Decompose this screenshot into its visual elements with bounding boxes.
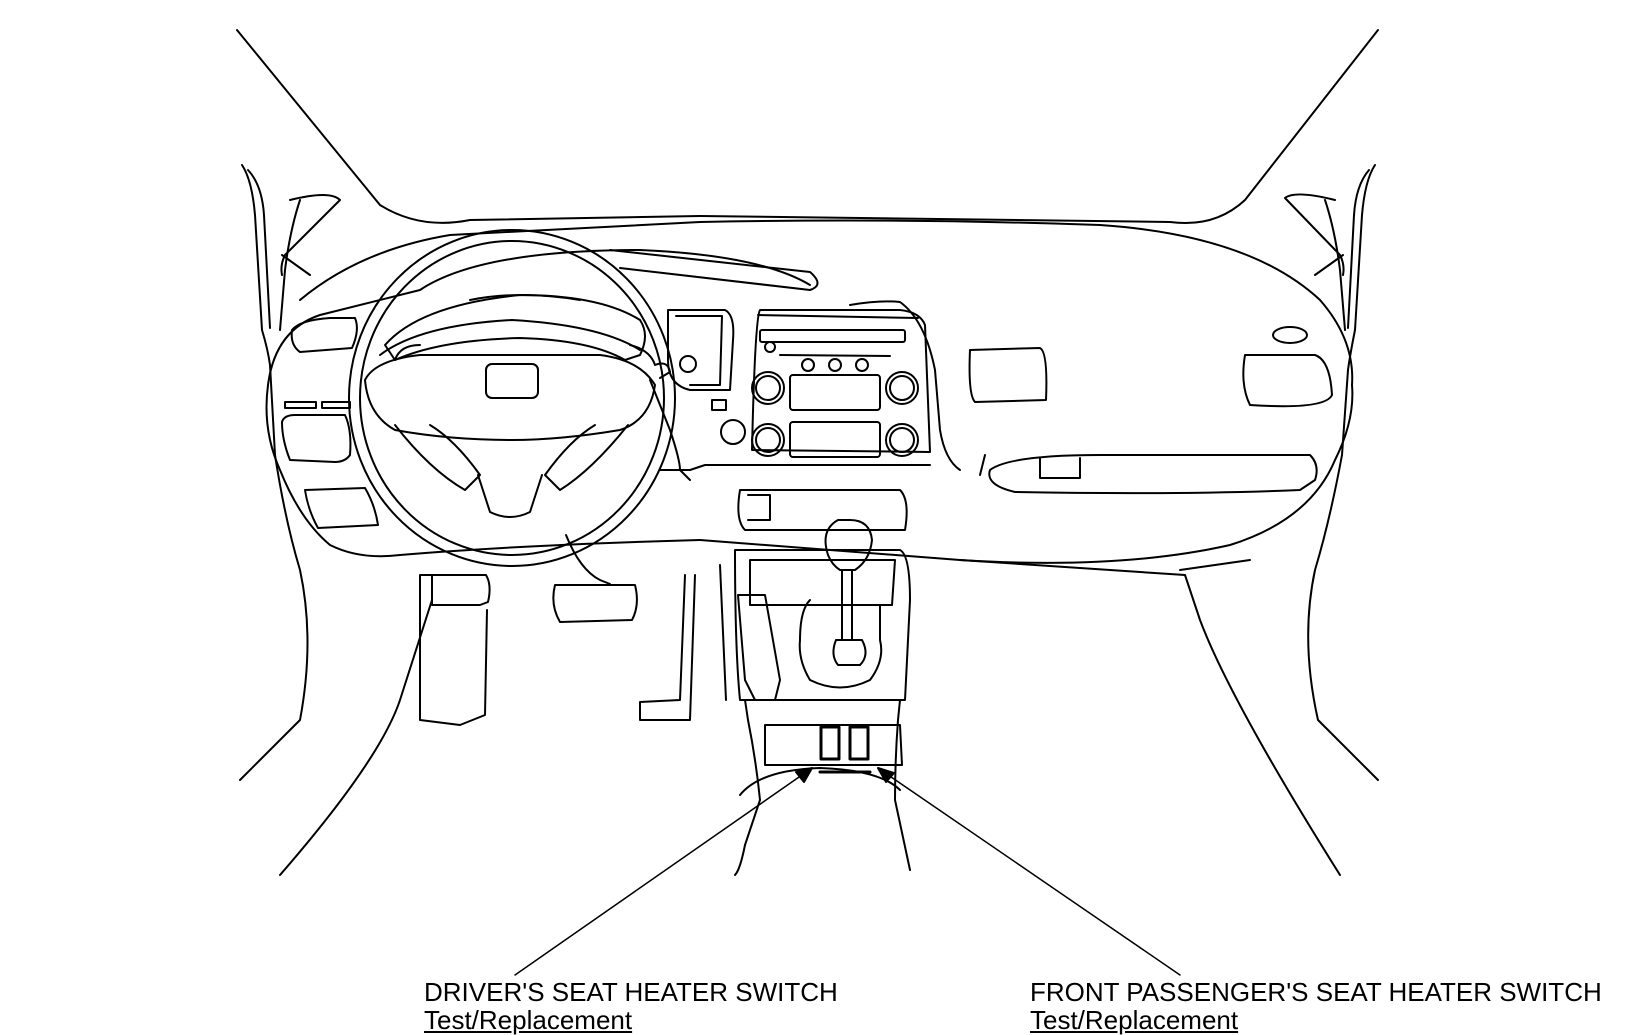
passenger-seat-heater-callout: FRONT PASSENGER'S SEAT HEATER SWITCH Tes…: [1030, 978, 1602, 1034]
right-door-panel: [1284, 193, 1379, 781]
passenger-dash: [968, 326, 1333, 495]
seat-heater-switches: [818, 725, 872, 774]
driver-seat-heater-title: DRIVER'S SEAT HEATER SWITCH: [424, 977, 838, 1007]
dashboard-top: [265, 219, 1354, 564]
leader-lines: [514, 767, 1181, 976]
center-display: [667, 309, 735, 411]
instrument-cluster: [384, 294, 646, 361]
driver-seat-heater-test-link[interactable]: Test/Replacement: [424, 1005, 633, 1035]
steering-wheel: [348, 229, 676, 567]
left-vents: [281, 317, 379, 529]
windshield-frame: [236, 29, 1379, 371]
center-stack: [649, 300, 961, 481]
passenger-seat-heater-title: FRONT PASSENGER'S SEAT HEATER SWITCH: [1030, 977, 1602, 1007]
passenger-seat-heater-test-link[interactable]: Test/Replacement: [1030, 1005, 1239, 1035]
center-console: [719, 489, 911, 701]
pedals: [419, 534, 696, 726]
floor-lines: [279, 559, 1341, 876]
driver-seat-heater-callout: DRIVER'S SEAT HEATER SWITCH Test/Replace…: [424, 978, 838, 1034]
left-door-panel: [239, 194, 341, 781]
